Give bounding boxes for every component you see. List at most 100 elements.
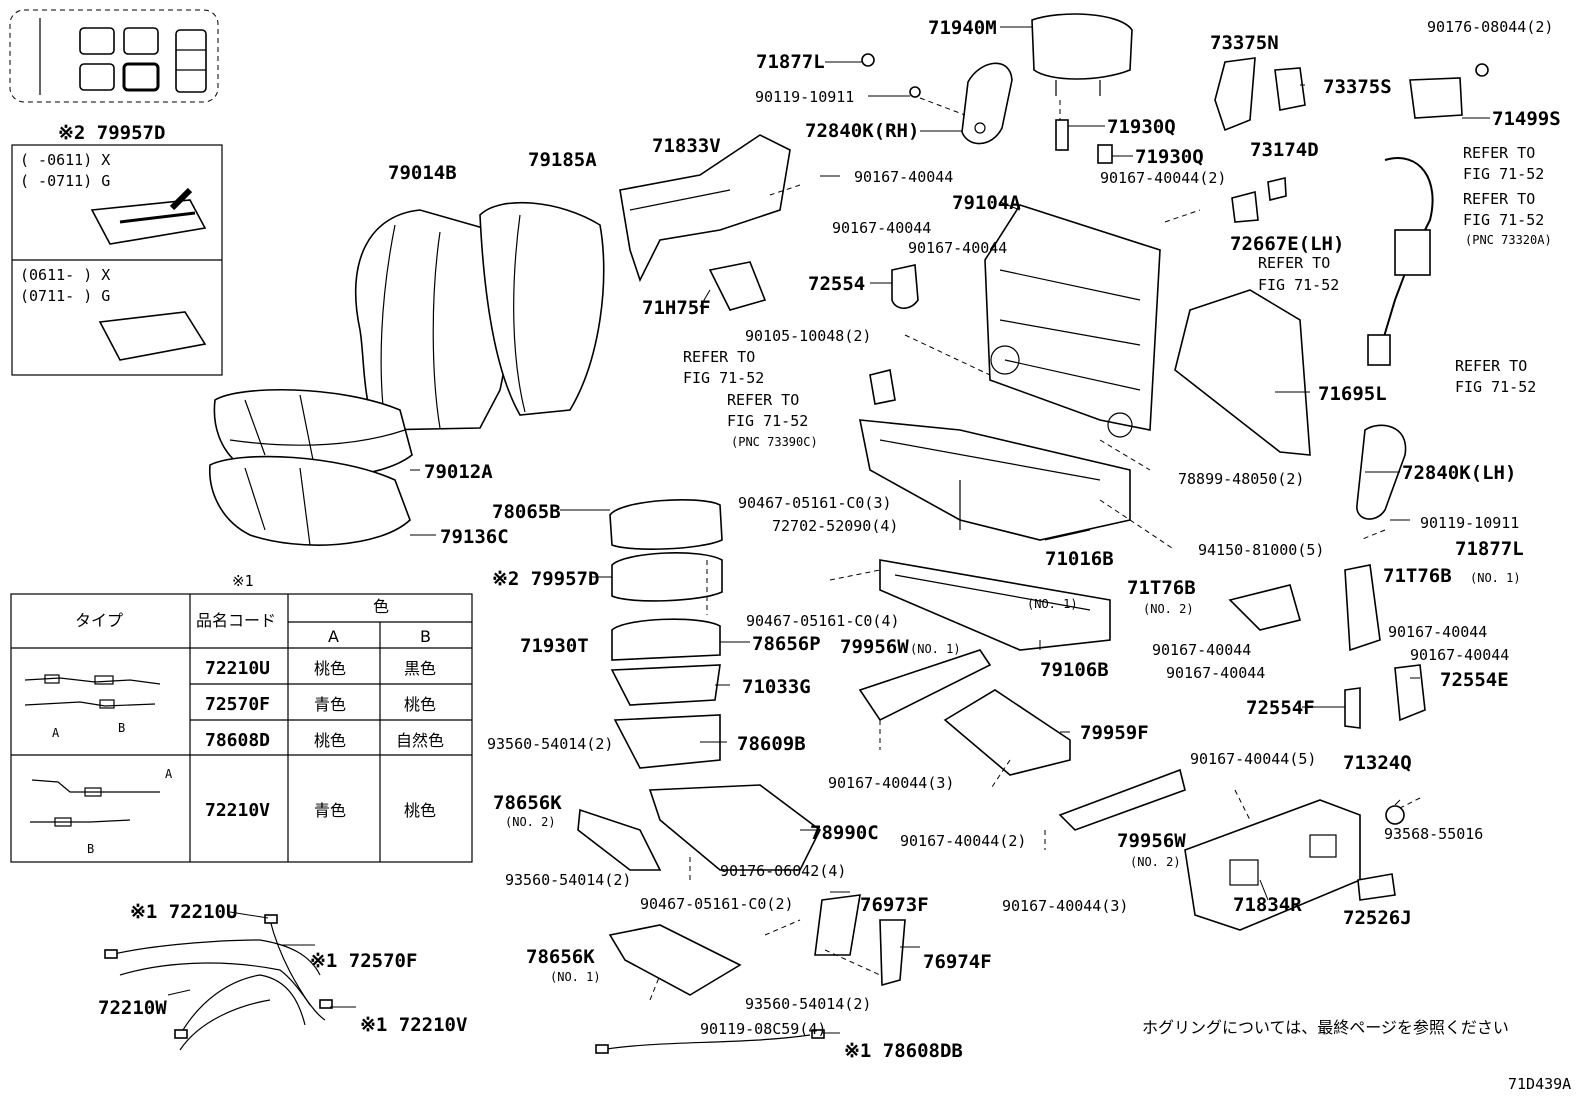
label-90119-08C59: 90119-08C59(4) [700,1020,826,1038]
bracket-71T76B-no2 [1228,584,1301,631]
table-arrow-b-1: B [118,721,125,735]
guide-71499S [1409,77,1463,119]
board-71695L [1174,289,1311,456]
pad-78065B [609,499,723,550]
table-row-2-code: 72570F [205,694,270,715]
vehicle-seat-layout-icon [9,9,219,103]
label-71930Q-b: 71930Q [1135,146,1204,168]
label-refer-5b: FIG 71-52 [683,369,764,387]
label-79959F: 79959F [1080,722,1149,744]
headrest-71940M [1031,13,1133,96]
table-row-1-b: 黒色 [404,659,436,678]
seat-frame-71016B [859,419,1131,541]
label-71930Q-a: 71930Q [1107,116,1176,138]
table-arrow-a-2: A [165,767,173,781]
label-72554F: 72554F [1246,697,1315,719]
part-labels: 71940M 71877L 90119-10911 72840K(RH) 719… [98,17,1571,1093]
label-72570F: ※1 72570F [310,950,417,972]
inset-lower-line2: (0711- ) G [20,287,110,305]
label-90167-40044-f: 90167-40044 [1166,664,1265,682]
table-row-2-a: 青色 [314,695,346,714]
label-refer-2b: FIG 71-52 [1463,211,1544,229]
label-71877L-top: 71877L [756,51,825,73]
label-71T76B-no2-sub: (NO. 2) [1143,602,1194,616]
rail-79106B [879,559,1111,651]
label-78990C: 78990C [810,822,879,844]
inset-lower-line1: (0611- ) X [20,266,110,284]
label-72840K-LH: 72840K(LH) [1402,462,1516,484]
label-78656K-no2: 78656K [493,792,562,814]
label-71033G: 71033G [742,676,811,698]
label-refer-6c: (PNC 73390C) [731,435,818,449]
label-90167-40044-c: 90167-40044 [908,239,1007,257]
label-90119-10911-r: 90119-10911 [1420,514,1519,532]
label-78656P: 78656P [752,633,821,655]
label-90167-40044-b: 90167-40044 [832,219,931,237]
label-79014B: 79014B [388,162,457,184]
label-73375N: 73375N [1210,32,1279,54]
table-title: ※1 [232,572,254,590]
label-93560-54014-2c: 93560-54014(2) [745,995,871,1013]
label-78656K-no2-sub: (NO. 2) [505,815,556,829]
label-93568-55016: 93568-55016 [1384,825,1483,843]
label-73375S: 73375S [1323,76,1392,98]
armrest-72840K-RH [961,62,1013,145]
label-78609B: 78609B [737,733,806,755]
table-arrow-a-1: A [52,726,60,740]
lid-78656P [611,618,721,661]
seatback-frame-79104A [984,204,1161,438]
label-refer-1: REFER TO [1463,144,1535,162]
bolt-71877L-top [861,53,875,67]
label-refer-1b: FIG 71-52 [1463,165,1544,183]
cover-73174D [1267,177,1287,201]
label-90167-40044-g: 90167-40044 [1410,646,1509,664]
table-row-2-b: 桃色 [404,695,436,714]
label-78899-48050: 78899-48050(2) [1178,470,1304,488]
label-72210W: 72210W [98,997,167,1019]
bolt-90119-10911-top [909,86,921,98]
assembly-dashed-lines [649,97,1421,1001]
label-refer-6: REFER TO [727,391,799,409]
clip-72554E [1394,664,1426,722]
inset-upper-line2: ( -0711) G [20,172,110,190]
diagram-id: 71D439A [1508,1075,1571,1093]
label-76973F: 76973F [860,894,929,916]
label-refer-2c: (PNC 73320A) [1465,233,1552,247]
label-71833V: 71833V [652,135,721,157]
label-73174D: 73174D [1250,139,1319,161]
label-76974F: 76974F [923,951,992,973]
label-79957D-mid: ※2 79957D [492,568,599,590]
label-71695L: 71695L [1318,383,1387,405]
table-row-4-a: 青色 [314,801,346,820]
label-90167-40044-2b: 90167-40044(2) [900,832,1026,850]
table-row-3-b: 自然色 [396,731,444,750]
table-arrow-b-2: B [87,842,94,856]
bracket-73375S [1274,67,1306,111]
label-71T76B-no1-sub: (NO. 1) [1470,571,1521,585]
label-refer-5: REFER TO [683,348,755,366]
table-header-color: 色 [373,597,389,616]
label-refer-3b: FIG 71-52 [1258,276,1339,294]
label-90176-08044: 90176-08044(2) [1427,18,1553,36]
plate-76974F [879,919,906,987]
label-71T76B-no2: 71T76B [1127,577,1196,599]
label-72702-52090: 72702-52090(4) [772,517,898,535]
label-93560-54014-2b: 93560-54014(2) [505,871,631,889]
label-79956W-no2: 79956W [1117,830,1186,852]
label-90467-05161-2: 90467-05161-C0(2) [640,895,794,913]
label-79956W-no1: 79956W [840,636,909,658]
label-71016B: 71016B [1045,548,1114,570]
label-90167-40044-2: 90167-40044(2) [1100,169,1226,187]
inset-upper-line1: ( -0611) X [20,151,110,169]
label-refer-6b: FIG 71-52 [727,412,808,430]
label-refer-3: REFER TO [1258,254,1330,272]
label-refer-2: REFER TO [1463,190,1535,208]
label-90167-40044-3b: 90167-40044(3) [1002,897,1128,915]
label-90167-40044-e: 90167-40044 [1388,623,1487,641]
table-row-1-code: 72210U [205,658,270,679]
cover-79956W-no2 [1058,768,1186,831]
table-header-b: B [420,627,431,646]
label-93560-54014-2a: 93560-54014(2) [487,735,613,753]
label-79956W-no2-sub: (NO. 2) [1130,855,1181,869]
